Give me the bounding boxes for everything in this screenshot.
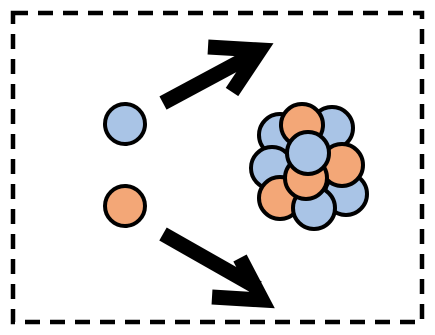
upper-arrow <box>159 39 274 110</box>
free-blue-particle <box>103 102 147 146</box>
free-particles-group <box>103 102 147 228</box>
lower-arrow <box>159 227 275 309</box>
arrows-group <box>159 39 275 309</box>
lower-arrow-shaft <box>159 227 262 295</box>
upper-arrow-head <box>207 39 274 97</box>
dashed-frame <box>10 10 425 325</box>
free-orange-particle <box>103 184 147 228</box>
nucleus-cluster <box>249 102 369 231</box>
lower-arrow-head <box>211 254 275 309</box>
cluster-blue-particle <box>285 130 331 176</box>
upper-arrow-shaft <box>159 45 262 110</box>
